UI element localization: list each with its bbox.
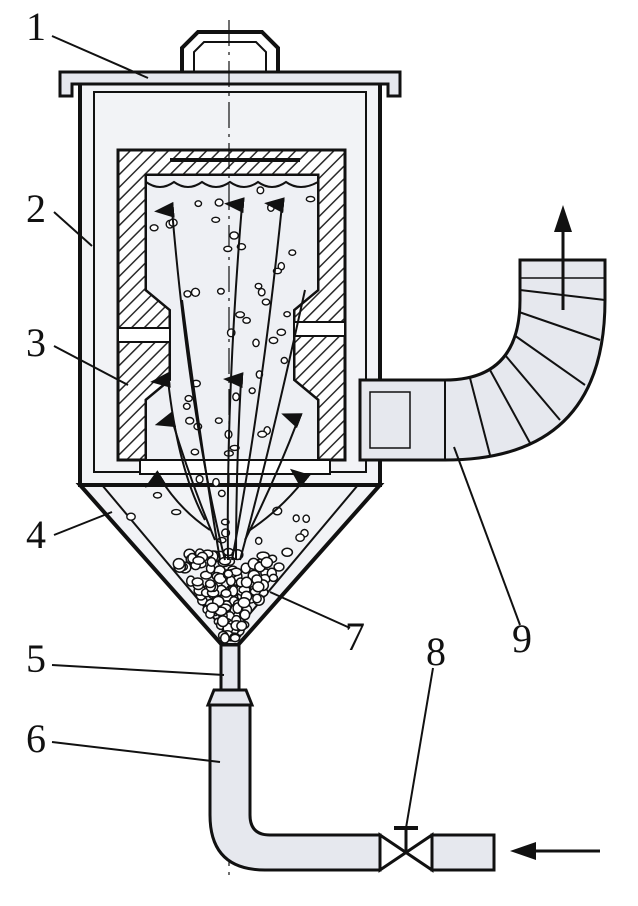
- particle: [229, 231, 240, 240]
- particle: [257, 430, 268, 438]
- bed-granule: [268, 573, 279, 583]
- particle: [305, 195, 316, 203]
- particle: [254, 536, 263, 546]
- valve: [378, 826, 434, 873]
- bed-granule: [220, 588, 232, 598]
- particle: [302, 514, 311, 524]
- particle: [235, 311, 246, 319]
- particle: [184, 394, 193, 403]
- inlet-arrow: [510, 842, 600, 860]
- particle: [211, 216, 221, 224]
- bed-granule: [273, 562, 285, 572]
- label-5: 5: [26, 636, 46, 681]
- particle: [268, 336, 279, 345]
- label-4: 4: [26, 512, 46, 557]
- bed-granule: [206, 602, 220, 614]
- label-9: 9: [512, 616, 532, 661]
- neck: [205, 643, 255, 707]
- label-1: 1: [26, 4, 46, 49]
- outlet-duct: [358, 258, 607, 462]
- bed-granule: [252, 593, 262, 604]
- particle: [184, 416, 195, 425]
- lid: [58, 30, 402, 98]
- leader-lines: [51, 35, 521, 829]
- bed-granule: [206, 556, 217, 567]
- particle: [261, 298, 271, 306]
- particle: [190, 287, 201, 297]
- bed-granule: [236, 620, 248, 632]
- granular-bed: [172, 547, 294, 644]
- particle: [214, 198, 224, 207]
- particle: [248, 387, 256, 395]
- bed-granule: [239, 609, 251, 621]
- outlet-arrow: [554, 205, 572, 310]
- bed-granule: [204, 579, 216, 589]
- particle: [295, 533, 305, 542]
- bed-granule: [260, 556, 274, 569]
- particle: [232, 392, 240, 402]
- particle: [272, 506, 283, 516]
- bed-granule: [192, 555, 205, 566]
- bed-granule: [191, 577, 204, 587]
- particle: [182, 402, 191, 410]
- fluidized-particles: [126, 186, 316, 546]
- particle: [214, 417, 223, 424]
- bed-granule: [252, 581, 265, 593]
- particle: [195, 474, 204, 484]
- particle: [280, 356, 289, 365]
- particle: [152, 491, 163, 499]
- bed-granule: [172, 557, 186, 570]
- particle: [212, 477, 220, 488]
- particle: [194, 200, 203, 208]
- label-7: 7: [345, 614, 365, 659]
- bed-granule: [223, 569, 234, 579]
- label-6: 6: [26, 716, 46, 761]
- label-3: 3: [26, 320, 46, 365]
- bed-granule: [229, 633, 241, 643]
- particle: [254, 282, 263, 290]
- bed-granule: [219, 632, 230, 644]
- particle: [256, 186, 265, 195]
- particle: [288, 249, 297, 257]
- particle: [242, 316, 252, 324]
- particle: [216, 287, 225, 295]
- label-2: 2: [26, 186, 46, 231]
- particle: [292, 514, 300, 523]
- bed-granule: [281, 547, 294, 558]
- gas-flow-arrows: [144, 197, 311, 561]
- particle: [126, 512, 136, 521]
- particle: [252, 338, 260, 348]
- callout-labels: 1 2 3 4 5 6 7 8 9: [26, 4, 532, 761]
- bed-granule: [237, 596, 251, 609]
- particle: [217, 489, 226, 498]
- particle: [183, 290, 192, 298]
- inlet-pipe: [208, 703, 496, 872]
- particle: [149, 224, 159, 232]
- particle: [257, 287, 266, 297]
- inner-chamber: [116, 148, 347, 462]
- particle: [276, 328, 287, 337]
- label-8: 8: [426, 629, 446, 674]
- bed-granule: [240, 576, 253, 589]
- bed-granule: [216, 615, 229, 628]
- particle: [266, 203, 275, 213]
- particle: [283, 311, 291, 318]
- particle: [190, 448, 200, 456]
- particle: [170, 508, 182, 516]
- particle: [223, 245, 233, 253]
